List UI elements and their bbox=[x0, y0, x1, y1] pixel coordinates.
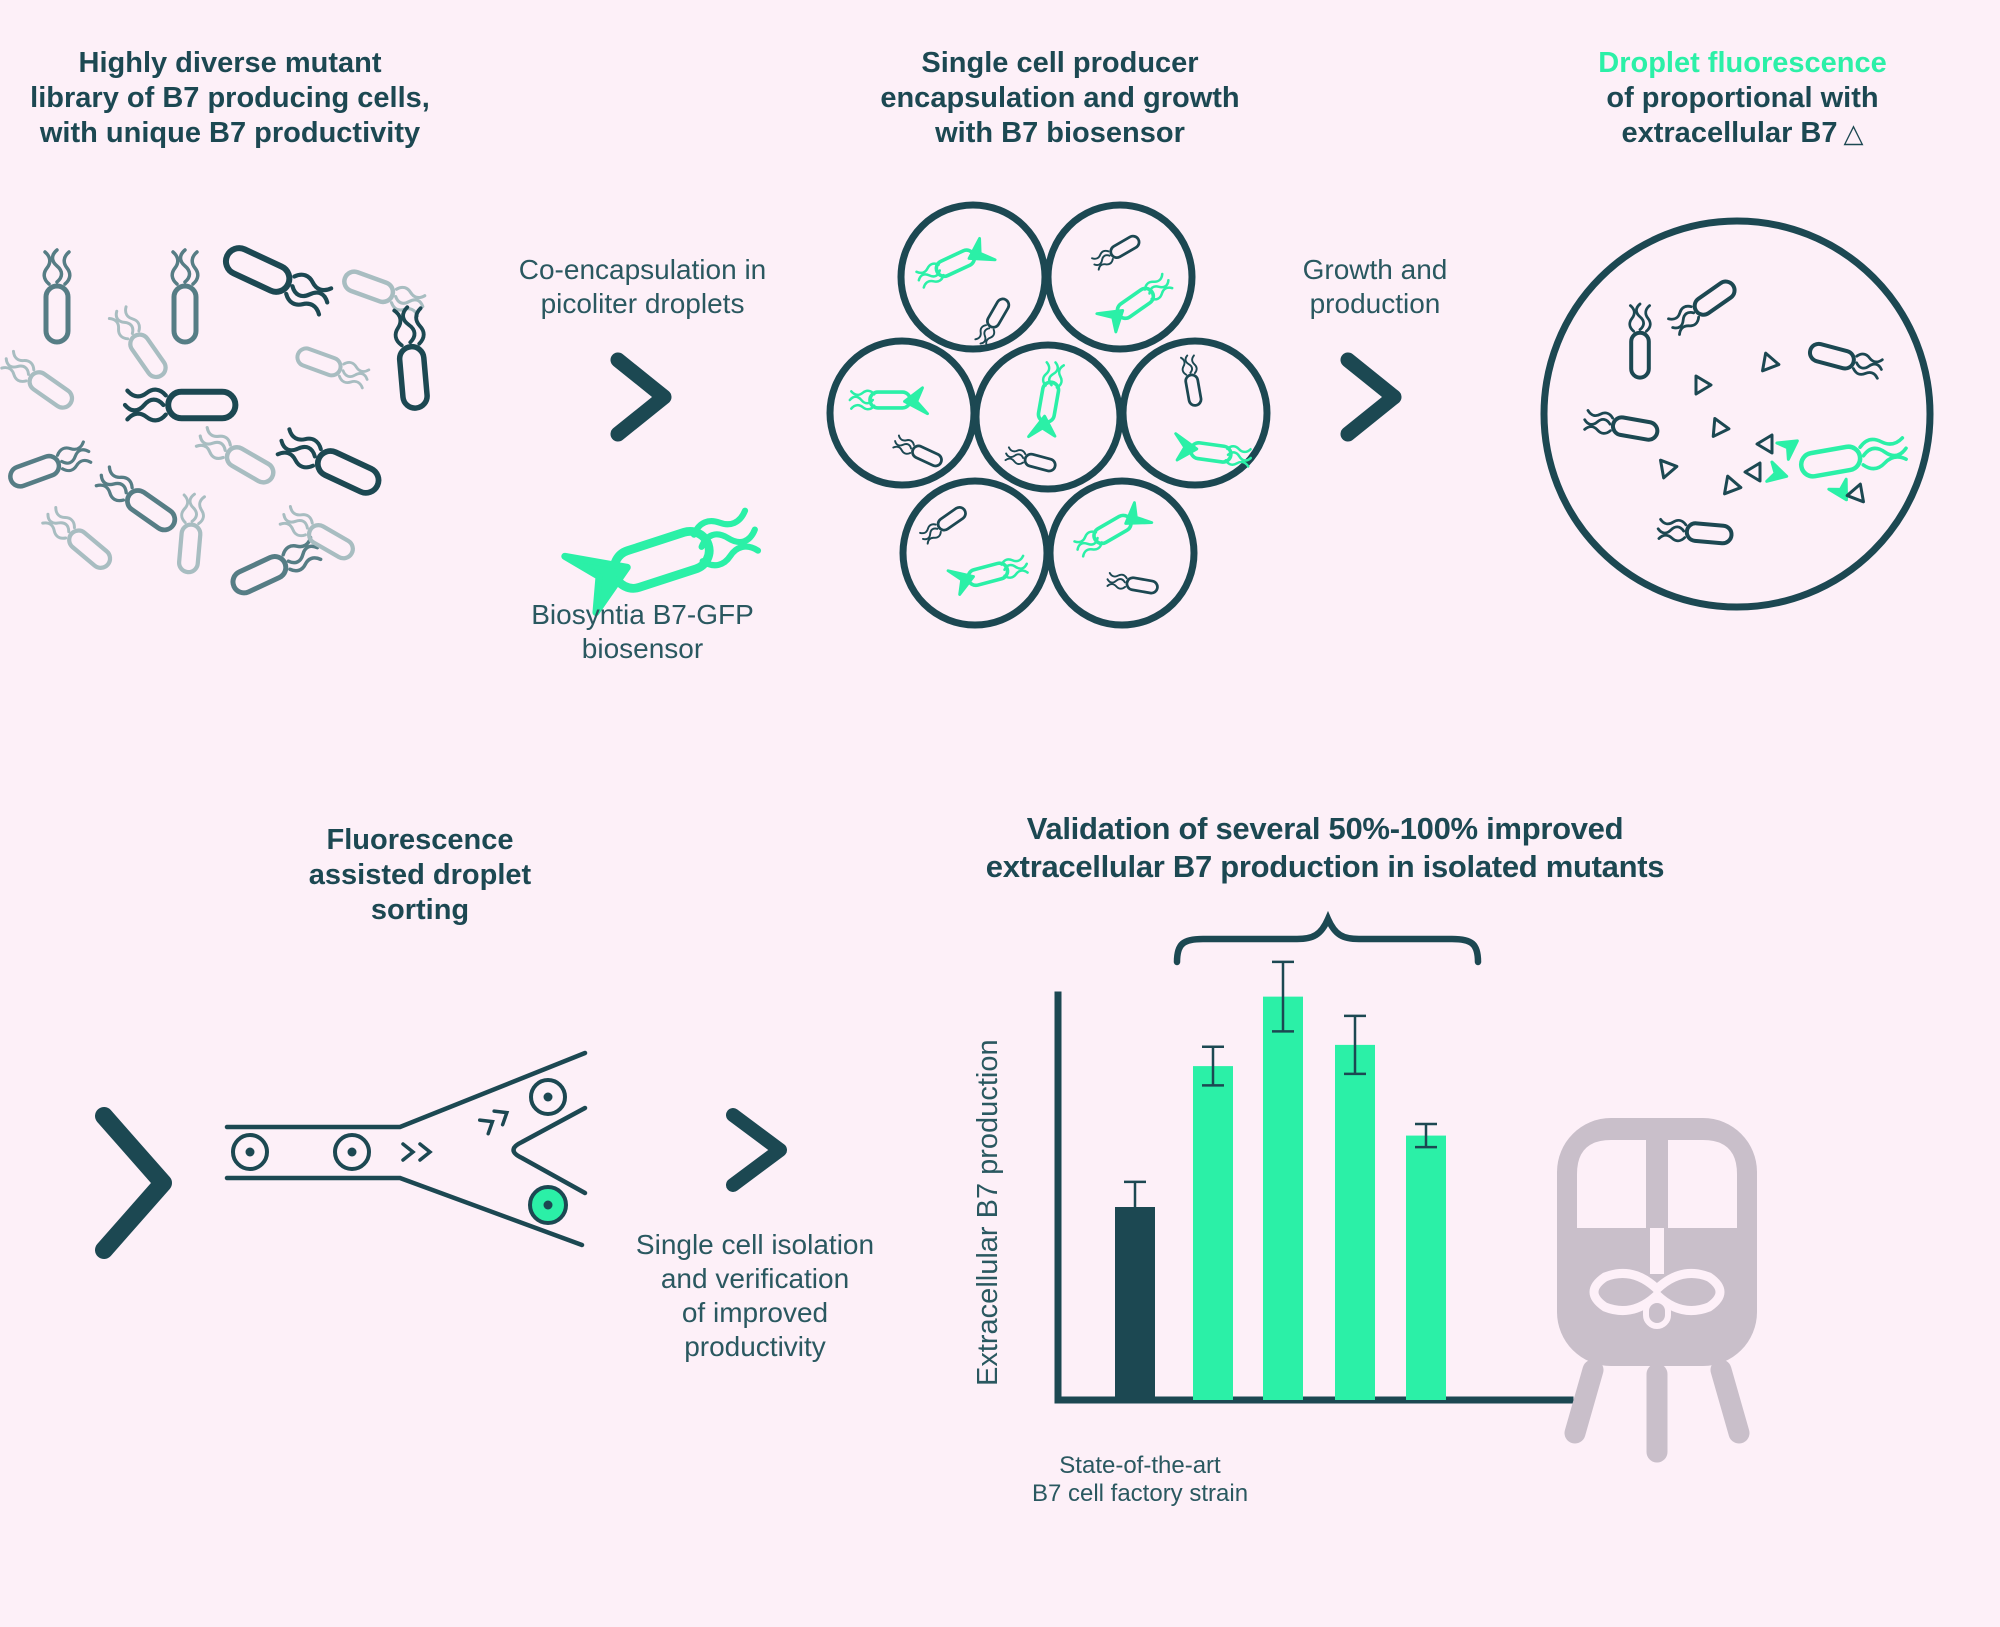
bar bbox=[1263, 996, 1303, 1400]
droplet-icon bbox=[1046, 477, 1198, 629]
curly-brace bbox=[1173, 910, 1482, 966]
bar bbox=[1193, 1066, 1233, 1400]
triangle-b7-icon bbox=[1761, 351, 1782, 375]
sorting-title: Fluorescence assisted droplet sorting bbox=[308, 824, 532, 926]
droplet-cluster bbox=[826, 201, 1271, 629]
green-marker-icon bbox=[1775, 431, 1805, 461]
coencapsulation-label: Co-encapsulation in picoliter droplets bbox=[518, 254, 767, 319]
fluorescing-biosensor-icon bbox=[1799, 434, 1909, 481]
droplet-with-cell-icon bbox=[231, 1133, 269, 1171]
flow-chevrons-icon bbox=[477, 1109, 510, 1136]
bar bbox=[1115, 1207, 1155, 1400]
droplet-icon bbox=[826, 337, 978, 489]
error-bar bbox=[1124, 1180, 1146, 1234]
bar bbox=[1335, 1044, 1375, 1400]
chart-axes bbox=[1054, 991, 1574, 1404]
error-bar bbox=[1272, 960, 1294, 1033]
droplet-icon bbox=[1540, 217, 1934, 611]
validation-chart bbox=[1054, 910, 1574, 1404]
chevron-right-icon bbox=[726, 1108, 787, 1192]
droplet-icon bbox=[1044, 201, 1196, 353]
chart-title: Validation of several 50%-100% improved … bbox=[985, 811, 1665, 884]
bar bbox=[1406, 1135, 1446, 1400]
triangle-b7-icon bbox=[1755, 433, 1774, 455]
error-bar bbox=[1202, 1045, 1224, 1087]
bioreactor-logo-icon bbox=[1557, 1118, 1757, 1463]
fluorescent-droplet bbox=[1540, 217, 1934, 611]
fluorescence-title: Droplet fluorescence of proportional wit… bbox=[1598, 47, 1887, 149]
green-marker-icon bbox=[1765, 460, 1791, 488]
triangle-b7-icon bbox=[1711, 417, 1732, 440]
chevron-right-icon bbox=[1340, 352, 1402, 442]
growth-label: Growth and production bbox=[1302, 254, 1448, 319]
encapsulation-title: Single cell producer encapsulation and g… bbox=[880, 47, 1240, 149]
chart-y-axis-label: Extracellular B7 production bbox=[972, 1039, 1004, 1386]
mutant-library-bacteria bbox=[0, 242, 430, 598]
chevron-right-icon bbox=[95, 1107, 172, 1259]
biosensor-label: Biosyntia B7-GFP biosensor bbox=[531, 599, 754, 664]
flow-chevrons-icon bbox=[401, 1142, 433, 1162]
chart-bars bbox=[1115, 960, 1446, 1400]
droplet-icon bbox=[1119, 337, 1271, 489]
delta-triangle-icon: △ bbox=[1843, 118, 1864, 148]
droplet-with-cell-icon bbox=[529, 1078, 567, 1116]
error-bar bbox=[1344, 1014, 1366, 1076]
triangle-b7-icon bbox=[1659, 456, 1680, 480]
droplet-with-cell-icon bbox=[333, 1133, 371, 1171]
chevron-right-icon bbox=[610, 352, 672, 442]
triangle-b7-icon bbox=[1743, 461, 1762, 483]
droplet-icon bbox=[897, 201, 1049, 353]
triangle-b7-icon bbox=[1694, 374, 1713, 396]
triangle-b7-icon bbox=[1723, 474, 1744, 498]
library-title: Highly diverse mutant library of B7 prod… bbox=[30, 47, 430, 149]
droplet-icon bbox=[899, 477, 1051, 629]
error-bar bbox=[1415, 1122, 1437, 1149]
isolation-label: Single cell isolation and verification o… bbox=[635, 1229, 875, 1362]
sorted-green-droplet-icon bbox=[528, 1185, 568, 1225]
chart-x-tick-label: State-of-the-art B7 cell factory strain bbox=[1031, 1452, 1249, 1507]
microfluidic-sorter bbox=[224, 1050, 588, 1248]
triangle-b7-icon bbox=[1844, 482, 1865, 506]
